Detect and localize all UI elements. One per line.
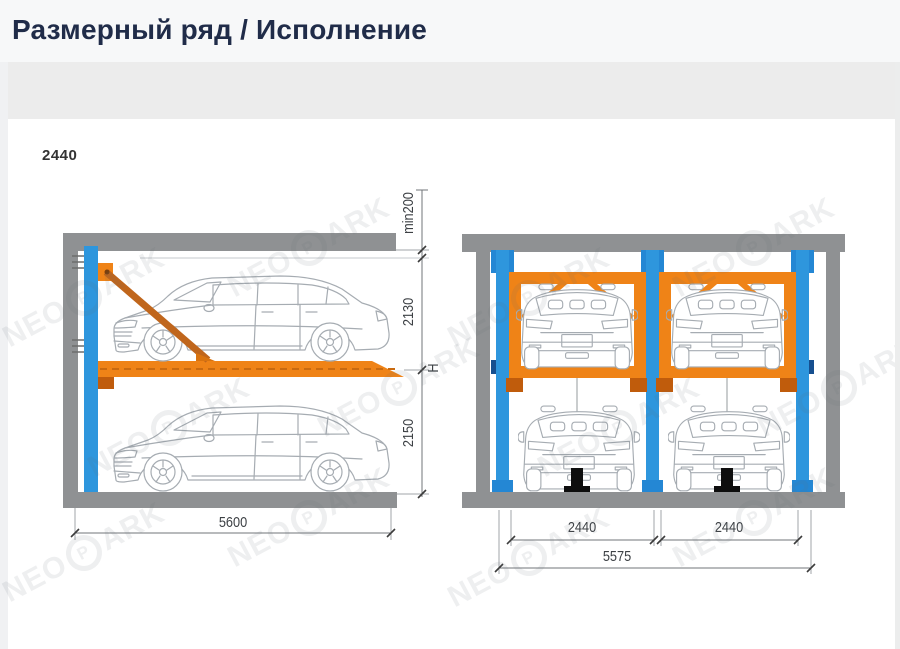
tab-label: 2440 xyxy=(42,147,78,164)
dim-bay-right: 2440 xyxy=(714,519,744,536)
dim-total-height: H xyxy=(425,363,442,373)
side-view-ceiling xyxy=(63,233,396,251)
side-view-platform xyxy=(98,361,372,377)
bay1-foot-right xyxy=(630,378,647,392)
side-view-platform-foot xyxy=(98,377,114,389)
front-view-wall-left xyxy=(476,252,490,492)
dim-bay-left: 2440 xyxy=(567,519,597,536)
dim-lower-clearance: 2150 xyxy=(400,418,417,448)
column-3-bracket-right xyxy=(809,360,814,374)
tab-2440[interactable]: 2440 xyxy=(18,129,102,181)
lift-jack-left xyxy=(564,468,590,492)
scrollbar-track[interactable] xyxy=(895,62,900,649)
watermark-layer: NEOPARKNEOPARKNEOPARKNEOPARKNEOPARKNEOPA… xyxy=(0,125,900,649)
left-gutter xyxy=(0,62,8,649)
side-view-car-lower xyxy=(113,405,390,492)
side-view-lift-column xyxy=(84,246,98,492)
dim-overall-width: 5575 xyxy=(602,548,632,565)
column-2-foot xyxy=(642,480,663,492)
bay1-post-right xyxy=(634,272,646,378)
page-title: Размерный ряд / Исполнение xyxy=(12,14,428,45)
neopark-logo-icon: P xyxy=(59,528,109,578)
neopark-logo-icon: P xyxy=(144,403,194,453)
neopark-logo-icon: P xyxy=(594,403,644,453)
bay2-post-right xyxy=(784,272,796,378)
dim-ceiling-gap: min200 xyxy=(400,192,417,234)
lift-jack-right xyxy=(714,468,740,492)
column-3 xyxy=(796,250,809,492)
column-1 xyxy=(496,250,509,492)
bay2-post-left xyxy=(659,272,671,378)
front-view-floor xyxy=(462,492,845,508)
bay1-foot-left xyxy=(506,378,523,392)
tab-strip: 2440 xyxy=(8,62,895,181)
header-band xyxy=(0,0,900,62)
front-view-wall-right xyxy=(826,252,840,492)
front-view-car-upper-left xyxy=(516,283,638,370)
side-view-details xyxy=(72,255,429,377)
dim-length: 5600 xyxy=(218,514,248,531)
front-view-ceiling xyxy=(462,234,845,252)
bay2-foot-left xyxy=(656,378,673,392)
bay2-platform xyxy=(659,366,796,378)
column-3-foot xyxy=(792,480,813,492)
front-view-car-lower-right xyxy=(668,405,790,492)
dim-upper-clearance: 2130 xyxy=(400,297,417,327)
side-view-diagonal-arm xyxy=(103,269,215,363)
bay1-platform xyxy=(509,366,646,378)
column-1-foot xyxy=(492,480,513,492)
side-view-arm-bracket xyxy=(98,263,113,281)
bay2-foot-right xyxy=(780,378,797,392)
front-view-car-upper-right xyxy=(666,283,788,370)
side-view-wall xyxy=(63,233,78,508)
bay1-top-beam xyxy=(509,272,646,284)
neopark-logo-icon: P xyxy=(374,363,424,413)
bay1-post-left xyxy=(509,272,521,378)
column-2 xyxy=(646,250,659,492)
side-view-car-upper xyxy=(113,275,390,362)
front-view-car-lower-left xyxy=(518,405,640,492)
bay2-top-beam xyxy=(659,272,796,284)
neopark-logo-icon: P xyxy=(504,533,554,583)
column-1-bracket-left xyxy=(491,360,496,374)
side-view-floor xyxy=(63,492,397,508)
